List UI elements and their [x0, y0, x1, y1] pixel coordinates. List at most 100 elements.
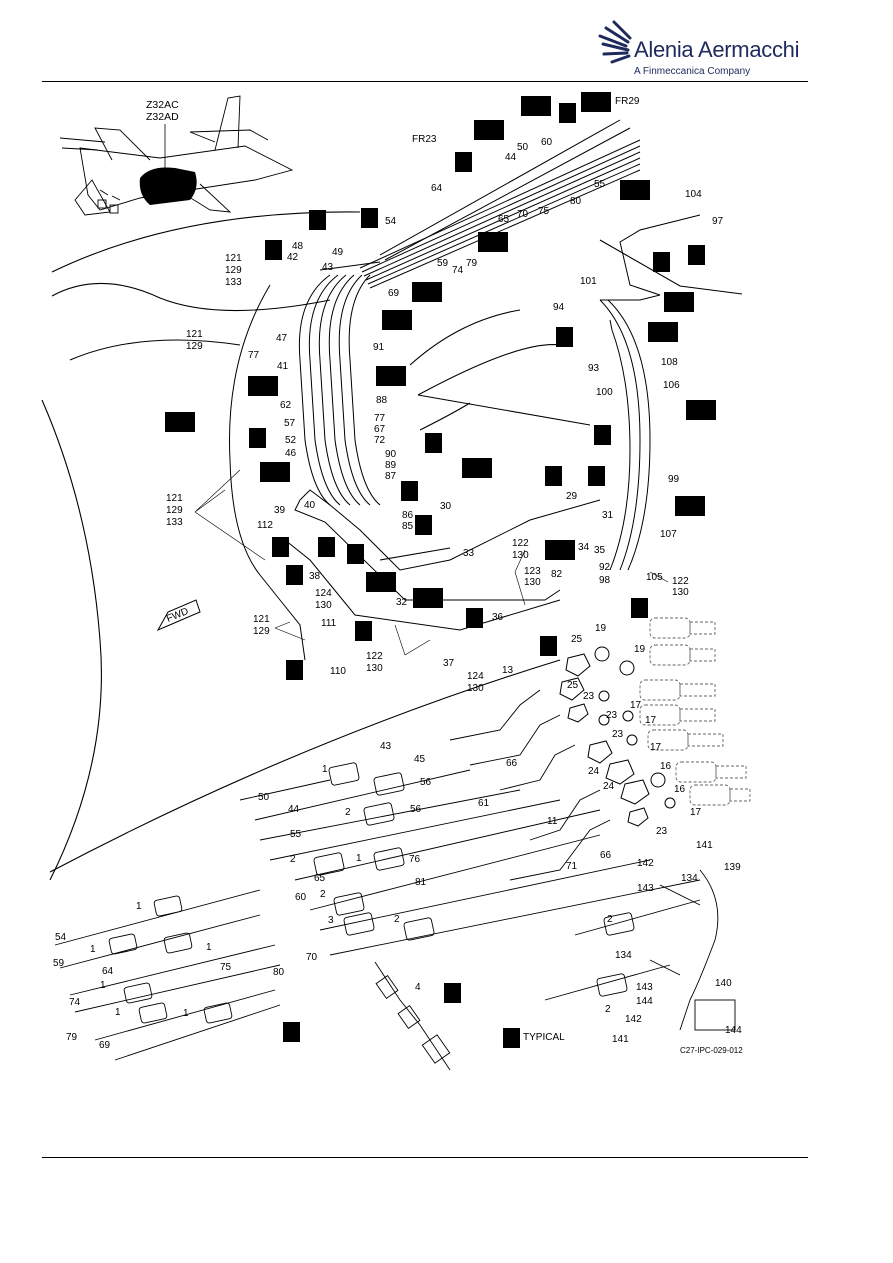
item-142a: 142	[637, 858, 654, 869]
item-124b: 124	[467, 671, 484, 682]
item-144a: 144	[636, 996, 653, 1007]
item-72: 72	[374, 435, 386, 446]
callout-box	[260, 462, 290, 482]
callout-label: D	[449, 990, 456, 1001]
item-25b: 25	[567, 680, 579, 691]
callout-label: L	[658, 259, 664, 270]
callout-u: U	[355, 621, 372, 641]
item-24a: 24	[588, 766, 600, 777]
callout-o: O	[347, 544, 364, 564]
item-70b: 70	[306, 952, 318, 963]
callout-box	[545, 540, 575, 560]
item-81: 81	[415, 877, 427, 888]
callout-d3: D	[286, 565, 303, 585]
callout-label: Q	[406, 488, 414, 499]
item-1d: 1	[90, 944, 96, 955]
item-110: 111	[321, 618, 337, 629]
left-tube-loops	[229, 274, 601, 661]
zone-label-2: Z32AD	[146, 111, 179, 123]
item-54: 54	[385, 216, 397, 227]
frame-label-fr29: FR29	[615, 96, 640, 107]
callout-r: R	[265, 240, 282, 260]
callout-box	[249, 428, 266, 448]
callout-label: DD	[390, 317, 404, 328]
zone-label-1: Z32AC	[146, 99, 179, 111]
item-67: 67	[374, 424, 386, 435]
frame-label-fr23: FR23	[412, 134, 437, 145]
item-11a: 66	[506, 758, 518, 769]
item-29: 29	[566, 491, 578, 502]
item-23a: 23	[583, 691, 595, 702]
callout-d1: D	[688, 245, 705, 265]
item-2a: 2	[345, 807, 351, 818]
callout-box	[478, 232, 508, 252]
callout-label: II	[676, 299, 682, 310]
callout-label: HH	[420, 289, 434, 300]
item-1b: 1	[356, 853, 362, 864]
item-130a: 130	[512, 550, 529, 561]
item-59b: 59	[53, 958, 65, 969]
item-17c: 17	[650, 742, 662, 753]
callout-box	[425, 433, 442, 453]
callout-label: A	[288, 1029, 295, 1040]
callout-box	[466, 608, 483, 628]
item-19a: 19	[595, 623, 607, 634]
item-122b: 122	[672, 576, 689, 587]
item-140: 140	[715, 978, 732, 989]
item-1h: 1	[183, 1008, 189, 1019]
item-112: 77	[248, 350, 260, 361]
item-46: 46	[285, 448, 297, 459]
item-64b: 64	[102, 966, 114, 977]
item-43b: 43	[380, 741, 392, 752]
parts-explosion	[54, 617, 751, 1071]
item-2d: 2	[394, 914, 400, 925]
callout-c2: C	[545, 466, 562, 486]
callout-box	[366, 572, 396, 592]
footer-rule	[42, 1157, 808, 1158]
item-39: 39	[274, 505, 286, 516]
item-122c: 122	[366, 651, 383, 662]
callout-ff: FF	[248, 376, 278, 396]
callout-label: DD	[384, 373, 398, 384]
item-90: 90	[385, 449, 397, 460]
item-69: 69	[388, 288, 400, 299]
item-142b: 142	[625, 1014, 642, 1025]
callout-box	[318, 537, 335, 557]
item-2f: 2	[605, 1004, 611, 1015]
item-82: 82	[551, 569, 563, 580]
header-rule	[42, 81, 808, 82]
callout-label: D	[693, 252, 700, 263]
callout-label: C	[508, 1035, 515, 1046]
typical-label: TYPICAL	[523, 1032, 565, 1043]
callout-d2: D	[249, 428, 266, 448]
callout-label: G	[471, 615, 479, 626]
callout-label: FF	[257, 383, 269, 394]
callout-ll3: LL	[675, 496, 705, 516]
brand-name: Alenia Aermacchi	[634, 37, 800, 62]
item-62: 62	[280, 400, 292, 411]
callout-c1: C	[425, 433, 442, 453]
callout-box	[664, 292, 694, 312]
item-3: 3	[328, 915, 334, 926]
item-85: 85	[402, 521, 414, 532]
callout-box	[376, 366, 406, 386]
callout-label: II	[632, 187, 638, 198]
item-23d: 23	[656, 826, 668, 837]
callout-box	[559, 103, 576, 123]
callout-box	[286, 565, 303, 585]
callout-box	[283, 1022, 300, 1042]
item-61: 56	[410, 804, 422, 815]
callout-box	[462, 458, 492, 478]
figure-id: C27-IPC-029-012	[680, 1046, 743, 1055]
item-numbers: FR29 FR23 60 50 44 64 55 104 75 80 70 65…	[53, 96, 742, 1051]
callout-label: M	[419, 522, 427, 533]
callout-box	[361, 208, 378, 228]
callout-e: E	[361, 208, 378, 228]
item-71: 71	[566, 861, 578, 872]
item-24b: 24	[603, 781, 615, 792]
item-48: 48	[292, 241, 304, 252]
callout-label: DD	[268, 469, 282, 480]
item-99: 99	[668, 474, 680, 485]
callout-box	[444, 983, 461, 1003]
